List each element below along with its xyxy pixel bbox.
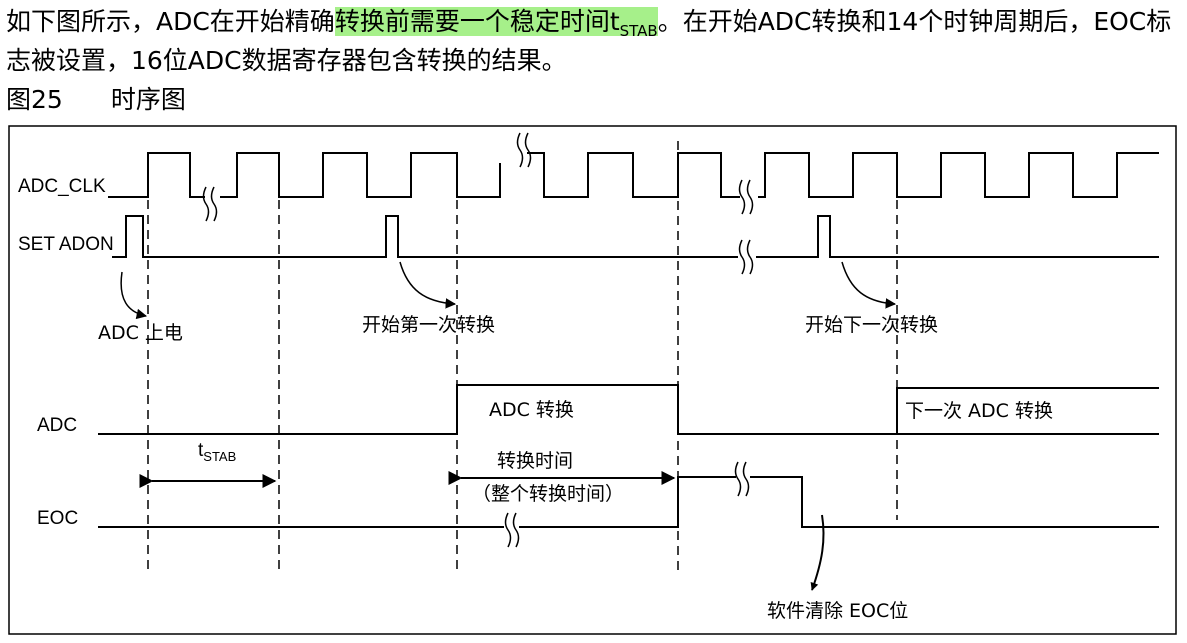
conv-time-label: 转换时间 [497, 450, 573, 472]
highlighted-text: 转换前需要一个稳定时间tSTAB [334, 7, 658, 40]
sw-clear-arrow [810, 514, 825, 591]
figure-caption: 图25 时序图 [6, 84, 186, 116]
set-adon-waveform [112, 215, 1159, 258]
intro-paragraph: 如下图所示，ADC在开始精确转换前需要一个稳定时间tSTAB。在开始ADC转换和… [6, 4, 1182, 79]
adc-clk-waveform [108, 152, 1159, 198]
label-eoc: EOC [37, 508, 78, 529]
sw-clear-label: 软件清除 EOC位 [767, 600, 908, 622]
intro-text-1: 如下图所示，ADC在开始精确 [6, 7, 335, 36]
tstab-label: tSTAB [198, 440, 236, 464]
power-on-label: ADC 上电 [98, 322, 183, 344]
adc-conversion-label: ADC 转换 [489, 399, 574, 421]
tstab-t: t [198, 440, 204, 461]
conv-time-full-label: （整个转换时间） [472, 483, 624, 505]
label-adc-clk: ADC_CLK [18, 176, 106, 197]
tstab-sub: STAB [203, 449, 236, 464]
timing-arrows [139, 471, 676, 488]
label-set-adon: SET ADON [18, 234, 114, 255]
diagram-frame [8, 125, 1177, 635]
start-first-label: 开始第一次转换 [362, 314, 495, 336]
label-adc: ADC [37, 415, 77, 436]
start-first-arrow [399, 261, 457, 309]
dashed-guides [147, 141, 898, 570]
figure-number: 图25 [6, 85, 63, 114]
intro-text-2: 。在开始ADC转换和14个时钟周期后，EOC标志被设置，16位ADC数据寄存器包… [6, 7, 1172, 75]
start-next-label: 开始下一次转换 [805, 314, 938, 336]
next-conversion-label: 下一次 ADC 转换 [905, 400, 1053, 422]
power-on-arrow [120, 271, 148, 320]
break-marks [202, 132, 754, 548]
annotation-arrows [120, 261, 897, 591]
eoc-waveform [98, 476, 1159, 528]
stab-subscript: STAB [619, 22, 658, 40]
figure-title: 时序图 [110, 85, 186, 114]
highlighted-text-main: 转换前需要一个稳定时间t [334, 7, 620, 36]
start-next-arrow [841, 261, 897, 309]
